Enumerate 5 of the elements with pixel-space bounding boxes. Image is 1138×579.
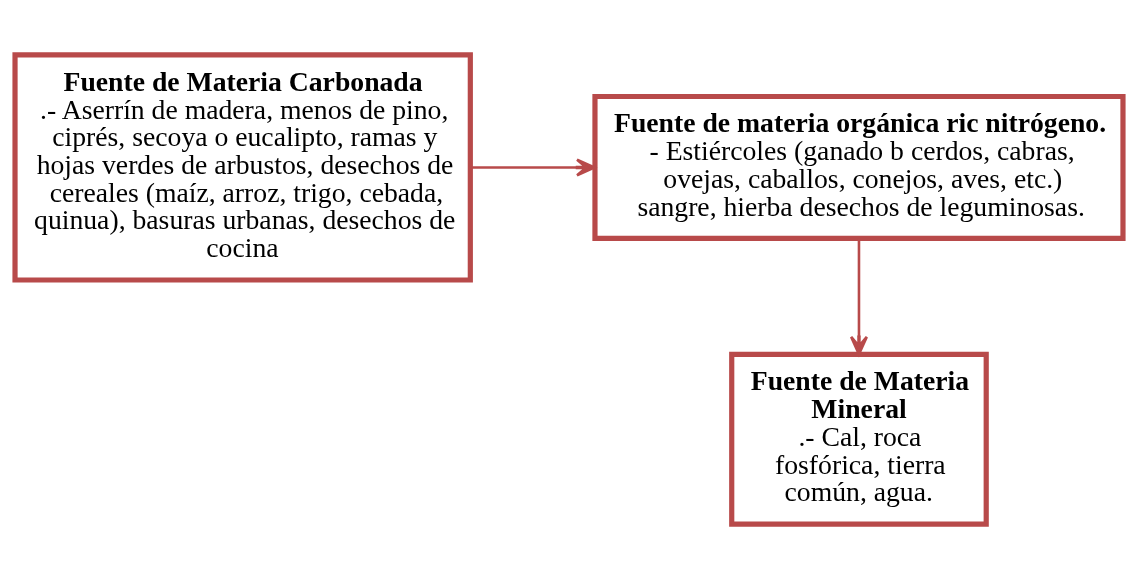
node-box: Fuente de Materia Mineral .- Cal, roca fosfórica, tierra común, agua.	[729, 351, 989, 527]
arrow	[849, 239, 869, 356]
arrow	[470, 158, 596, 177]
node-box: Fuente de materia orgánica ric nitrógeno. - Estiércoles (ganado b cerdos, cabras, ovejas, caballos, conejos, aves, etc.) sangre, hierba desechos de leguminosas.	[592, 93, 1126, 242]
node-box: Fuente de Materia Carbonada .- Aserrín de madera, menos de pino, ciprés, secoya o eucalipto, ramas y hojas verdes de arbustos, desechos de cereales (maíz, arroz, trigo, cebada, quinua), basuras urbanas, desechos de cocina	[12, 52, 473, 283]
